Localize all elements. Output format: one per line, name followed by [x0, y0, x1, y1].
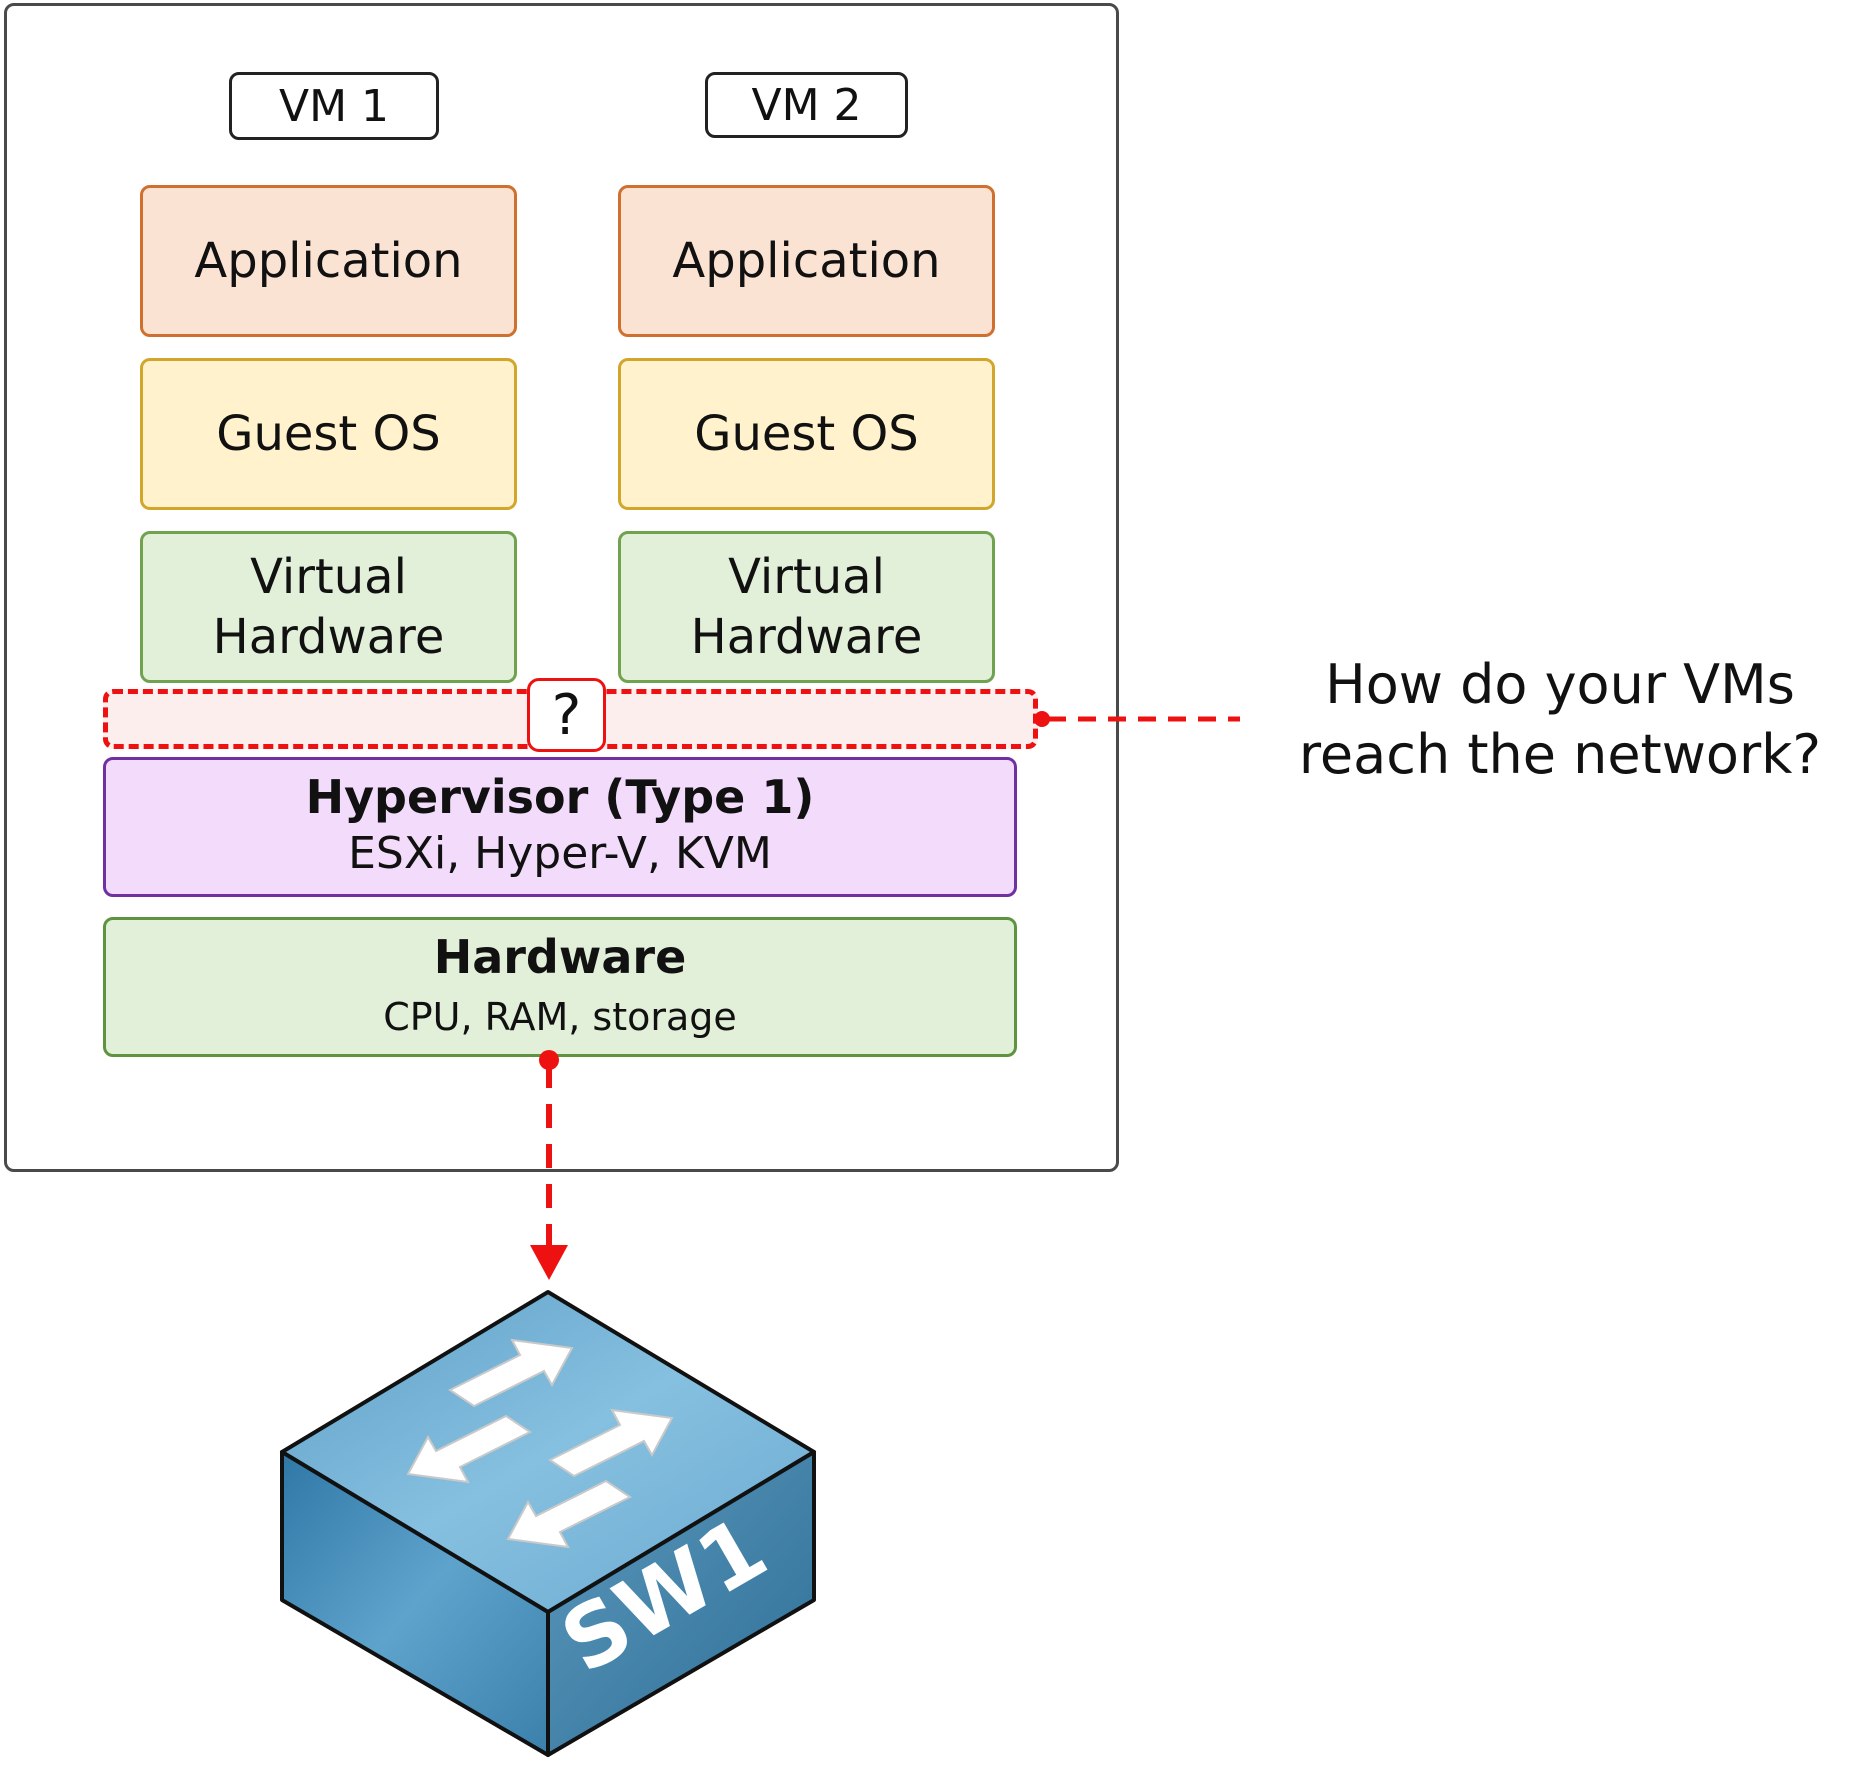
- hypervisor-title: Hypervisor (Type 1): [305, 770, 815, 824]
- vm1-application-text: Application: [194, 233, 463, 289]
- question-mark-text: ?: [551, 682, 582, 748]
- question-mark-box: ?: [527, 678, 606, 752]
- uplink-arrowhead: [530, 1245, 568, 1280]
- vm1-label-text: VM 1: [278, 80, 390, 132]
- hardware-layer: Hardware CPU, RAM, storage: [103, 917, 1017, 1057]
- callout-connector-dot: [1034, 711, 1050, 727]
- vm2-application-layer: Application: [618, 185, 995, 337]
- hardware-title: Hardware: [433, 930, 687, 984]
- vm2-virtual-hardware-layer: Virtual Hardware: [618, 531, 995, 683]
- vm2-label-text: VM 2: [751, 79, 862, 131]
- network-question-line1: How do your VMs: [1325, 653, 1795, 716]
- vm1-application-layer: Application: [140, 185, 517, 337]
- vm2-virtual-hardware-line1: Virtual: [728, 549, 885, 605]
- vm1-guest-os-layer: Guest OS: [140, 358, 517, 510]
- arrow-right-icon: [548, 1408, 674, 1478]
- vm1-virtual-hardware-line1: Virtual: [250, 549, 407, 605]
- hypervisor-examples: ESXi, Hyper-V, KVM: [348, 828, 772, 879]
- switch-right-face: [546, 1450, 816, 1757]
- switch-sw1: SW1: [280, 1290, 816, 1757]
- vm1-virtual-hardware-line2: Hardware: [212, 609, 445, 665]
- uplink-start-dot: [539, 1050, 559, 1070]
- vm2-label: VM 2: [705, 72, 908, 138]
- hypervisor-layer: Hypervisor (Type 1) ESXi, Hyper-V, KVM: [103, 757, 1017, 897]
- switch-arrows: [406, 1338, 674, 1549]
- vm1-label: VM 1: [229, 72, 439, 140]
- network-question-line2: reach the network?: [1298, 723, 1822, 786]
- arrow-left-icon: [406, 1414, 532, 1484]
- hardware-details: CPU, RAM, storage: [383, 995, 737, 1039]
- vm1-guest-os-text: Guest OS: [216, 406, 441, 462]
- vm1-virtual-hardware-layer: Virtual Hardware: [140, 531, 517, 683]
- vm2-guest-os-layer: Guest OS: [618, 358, 995, 510]
- vm2-guest-os-text: Guest OS: [694, 406, 919, 462]
- network-question-callout: How do your VMs reach the network?: [1270, 650, 1850, 790]
- vm2-virtual-hardware-line2: Hardware: [690, 609, 923, 665]
- arrow-left-icon: [506, 1479, 632, 1549]
- vm2-application-text: Application: [672, 233, 941, 289]
- arrow-right-icon: [448, 1338, 574, 1408]
